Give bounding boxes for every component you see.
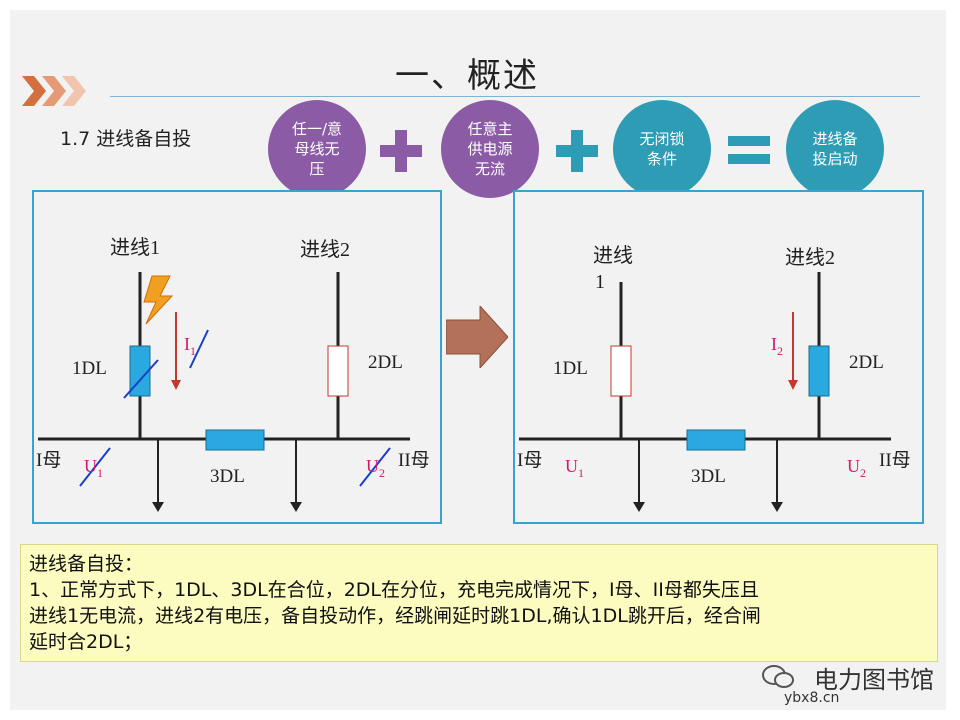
right-2DL-label: 2DL (849, 352, 884, 373)
lightning-fault-icon (143, 275, 174, 325)
note-line: 延时合2DL； (29, 631, 143, 653)
explanation-note: 进线备自投： 1、正常方式下，1DL、3DL在合位，2DL在分位，充电完成情况下… (20, 544, 938, 662)
section-subtitle: 1.7 进线备自投 (60, 128, 192, 150)
note-line: 进线1无电流，进线2有电压，备自投动作，经跳闸延时跳1DL,确认1DL跳开后，经… (29, 605, 761, 627)
note-heading: 进线备自投： (29, 553, 144, 575)
note-line: 1、正常方式下，1DL、3DL在合位，2DL在分位，充电完成情况下，I母、II母… (29, 579, 759, 601)
right-u2-label: U2 (847, 456, 866, 480)
right-diagram-panel (513, 190, 924, 524)
right-current-label: I2 (771, 334, 783, 358)
page-title: 一、概述 (395, 56, 539, 96)
left-u2-label: U2 (366, 456, 385, 480)
wechat-icon (762, 665, 794, 688)
equals-icon (726, 130, 772, 170)
left-3DL-label: 3DL (210, 466, 245, 487)
left-bus1-label: I母 (36, 450, 61, 471)
left-2DL-label: 2DL (368, 352, 403, 373)
condition-main-source-no-current: 任意主 供电源 无流 (441, 100, 539, 198)
left-line1-label: 进线1 (110, 236, 160, 259)
left-line2-label: 进线2 (300, 238, 350, 261)
right-bus1-label: I母 (517, 450, 542, 471)
watermark-site: ybx8.cn (784, 690, 840, 706)
breaker-1DL (610, 345, 632, 397)
plus-icon (554, 128, 600, 174)
watermark-name: 电力图书馆 (814, 666, 934, 694)
breaker-2DL (327, 345, 349, 397)
condition-bus-no-voltage: 任一/意 母线无 压 (268, 100, 366, 198)
left-1DL-label: 1DL (72, 358, 107, 379)
result-backup-start: 进线备 投启动 (786, 100, 884, 198)
breaker-3DL (205, 429, 265, 451)
title-divider (110, 96, 920, 97)
right-3DL-label: 3DL (691, 466, 726, 487)
left-bus2-label: II母 (398, 450, 430, 471)
right-line1-label-a: 进线 (593, 244, 633, 267)
plus-icon (378, 128, 424, 174)
right-line2-label: 进线2 (785, 246, 835, 269)
right-u1-label: U1 (565, 456, 584, 480)
right-line1-label-b: 1 (595, 271, 605, 293)
left-u1-label: U1 (84, 456, 103, 480)
breaker-1DL (129, 345, 151, 397)
right-one-line-diagram: 进线 1 进线2 1DL 2DL 3DL I母 II母 I2 U1 U2 (517, 244, 911, 512)
breaker-3DL (686, 429, 746, 451)
condition-no-lockout: 无闭锁 条件 (613, 100, 711, 198)
transition-arrow-icon (446, 306, 508, 368)
left-one-line-diagram: 进线1 进线2 1DL 2DL 3DL I母 II母 I1 U1 U2 (36, 236, 430, 512)
left-current-label: I1 (184, 334, 196, 358)
right-bus2-label: II母 (879, 450, 911, 471)
chevron-decoration-icon (22, 76, 86, 106)
right-1DL-label: 1DL (553, 358, 588, 379)
breaker-2DL (808, 345, 830, 397)
